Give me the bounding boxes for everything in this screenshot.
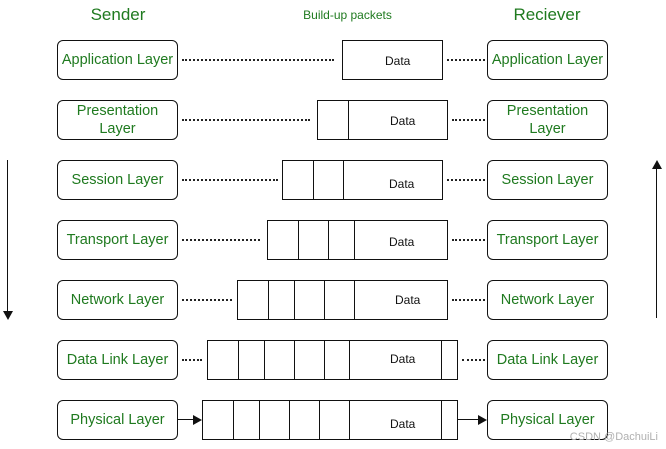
packet-header-segment xyxy=(238,341,239,379)
packet-data-label: Data xyxy=(395,293,421,307)
packet-header-segment xyxy=(233,401,234,439)
connector-dots xyxy=(447,59,485,61)
sender-application-layer: Application Layer xyxy=(57,40,178,80)
packet-header-segment xyxy=(294,341,295,379)
packet-header-segment xyxy=(354,281,355,319)
packet-data-label: Data xyxy=(389,235,415,249)
sender-network-layer: Network Layer xyxy=(57,280,178,320)
packet-header-segment xyxy=(349,401,350,439)
receiver-transport-layer: Transport Layer xyxy=(487,220,608,260)
packet-data-label: Data xyxy=(390,352,416,366)
receiver-data-link-layer: Data Link Layer xyxy=(487,340,608,380)
sender-presentation-layer: Presentation Layer xyxy=(57,100,178,140)
packet-trailer-segment xyxy=(441,341,442,379)
packet-header-segment xyxy=(289,401,290,439)
packet-header-segment xyxy=(348,101,349,139)
connector-dots xyxy=(182,179,278,181)
sender-physical-layer: Physical Layer xyxy=(57,400,178,440)
packet-session: Data xyxy=(282,160,443,200)
packet-header-segment xyxy=(324,341,325,379)
packet-header-segment xyxy=(328,221,329,259)
packet-header-segment xyxy=(313,161,314,199)
receiver-presentation-layer: Presentation Layer xyxy=(487,100,608,140)
packet-header-segment xyxy=(324,281,325,319)
sender-heading: Sender xyxy=(90,5,146,24)
receiver-heading: Reciever xyxy=(513,5,581,24)
connector-dots xyxy=(182,299,232,301)
connector-dots xyxy=(447,179,485,181)
packet-data-label: Data xyxy=(385,54,411,68)
connector-dots xyxy=(462,359,485,361)
packet-header-segment xyxy=(264,341,265,379)
packet-data-label: Data xyxy=(389,177,415,191)
connector-dots xyxy=(182,359,202,361)
packet-physical: Data xyxy=(202,400,458,440)
packet-header-segment xyxy=(294,281,295,319)
packet-header-segment xyxy=(298,221,299,259)
connector-dots xyxy=(182,119,310,121)
sender-transport-layer: Transport Layer xyxy=(57,220,178,260)
connector-dots xyxy=(182,239,260,241)
connector-dots xyxy=(452,119,485,121)
packet-network: Data xyxy=(237,280,448,320)
packet-data-label: Data xyxy=(390,417,416,431)
packet-header-segment xyxy=(349,341,350,379)
sender-session-layer: Session Layer xyxy=(57,160,178,200)
receiver-application-layer: Application Layer xyxy=(487,40,608,80)
packet-transport: Data xyxy=(267,220,448,260)
packet-application: Data xyxy=(342,40,443,80)
packet-presentation: Data xyxy=(317,100,448,140)
connector-dots xyxy=(182,59,334,61)
watermark: CSDN @DachuiLi xyxy=(569,431,658,443)
packet-trailer-segment xyxy=(441,401,442,439)
packet-header-segment xyxy=(319,401,320,439)
packet-data-link: Data xyxy=(207,340,458,380)
receiver-physical-layer: Physical Layer xyxy=(487,400,608,440)
packet-header-segment xyxy=(343,161,344,199)
packet-header-segment xyxy=(354,221,355,259)
build-up-packets-heading: Build-up packets xyxy=(303,8,392,22)
receiver-network-layer: Network Layer xyxy=(487,280,608,320)
connector-dots xyxy=(452,299,485,301)
packet-data-label: Data xyxy=(390,114,416,128)
receiver-session-layer: Session Layer xyxy=(487,160,608,200)
sender-data-link-layer: Data Link Layer xyxy=(57,340,178,380)
packet-header-segment xyxy=(259,401,260,439)
connector-dots xyxy=(452,239,485,241)
packet-header-segment xyxy=(268,281,269,319)
